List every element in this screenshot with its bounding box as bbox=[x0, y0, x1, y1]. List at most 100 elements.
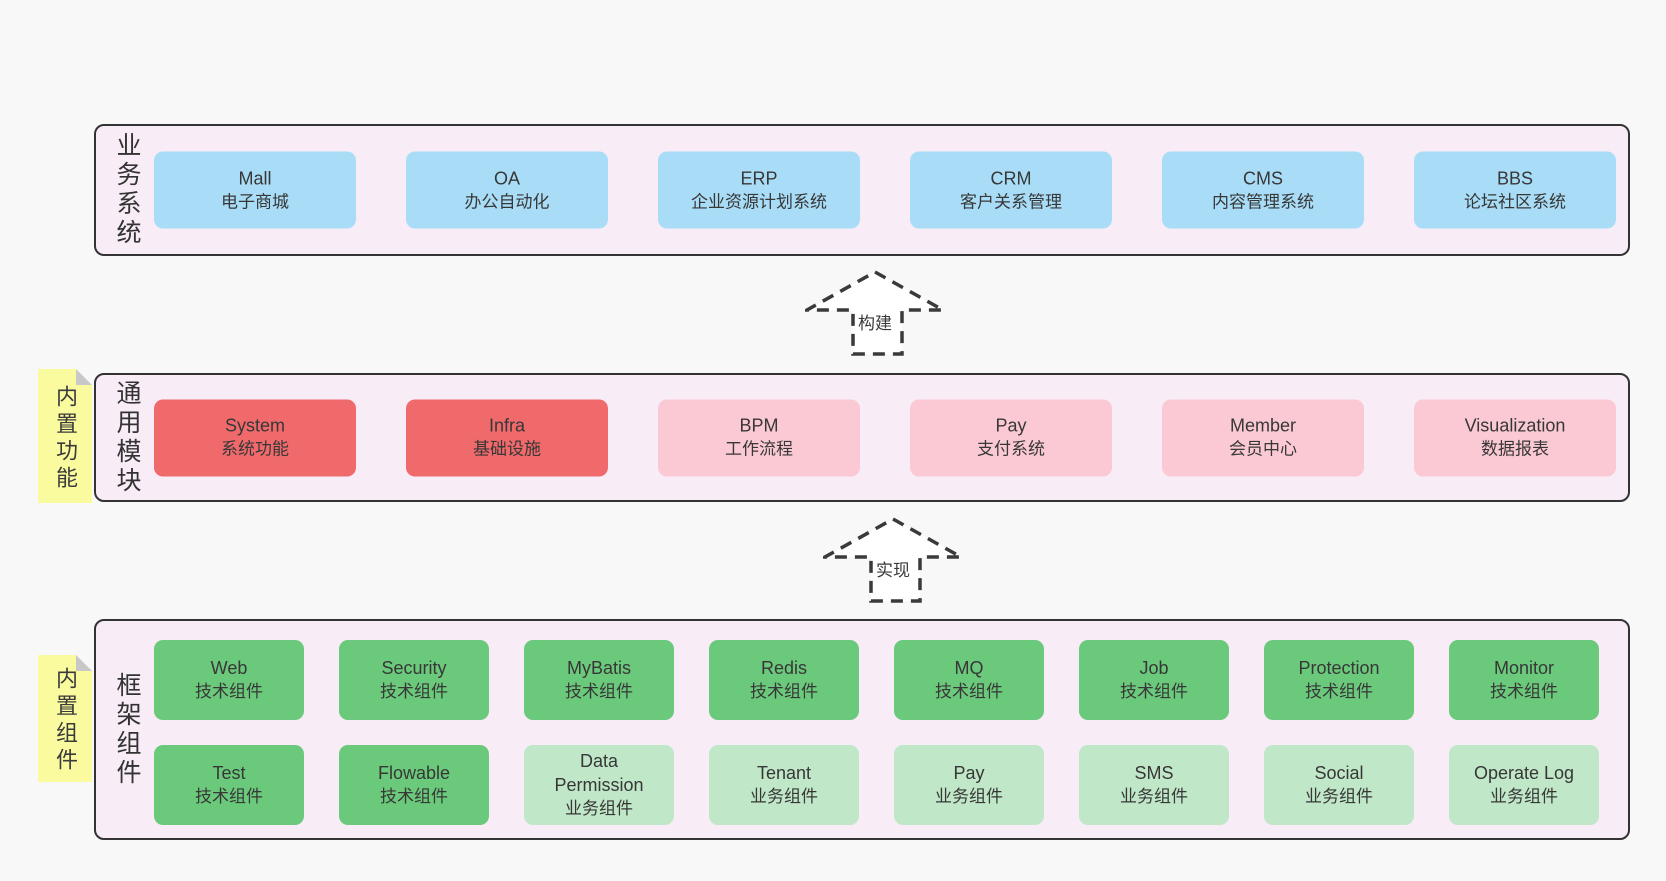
box-title: CRM bbox=[990, 168, 1032, 188]
business-box-row: Mall 电子商城 OA 办公自动化 ERP 企业资源计划系统 CRM 客户关系… bbox=[154, 151, 1616, 229]
box-subtitle: 业务组件 bbox=[935, 787, 1003, 806]
box-mybatis: MyBatis 技术组件 bbox=[524, 640, 674, 720]
box-title: Tenant bbox=[756, 763, 812, 783]
box-title: Infra bbox=[488, 415, 526, 436]
box-subtitle: 技术组件 bbox=[380, 682, 448, 701]
box-infra: Infra 基础设施 bbox=[406, 399, 608, 476]
box-subtitle: 业务组件 bbox=[1490, 787, 1558, 806]
box-security: Security 技术组件 bbox=[339, 640, 489, 720]
box-protection: Protection 技术组件 bbox=[1264, 640, 1414, 720]
box-subtitle: 技术组件 bbox=[935, 682, 1003, 701]
box-system: System 系统功能 bbox=[154, 399, 356, 476]
band-label-modules: 通用模块 bbox=[113, 379, 141, 496]
box-title: OA bbox=[493, 168, 520, 188]
box-data-permission: Data Permission 业务组件 bbox=[524, 745, 674, 825]
box-subtitle: 办公自动化 bbox=[464, 192, 550, 211]
box-subtitle: 技术组件 bbox=[195, 787, 263, 806]
box-title: Mall bbox=[238, 168, 272, 188]
box-member: Member 会员中心 bbox=[1162, 399, 1364, 476]
box-redis: Redis 技术组件 bbox=[709, 640, 859, 720]
box-subtitle: 数据报表 bbox=[1481, 439, 1549, 459]
box-web: Web 技术组件 bbox=[154, 640, 304, 720]
box-title: Visualization bbox=[1464, 415, 1566, 436]
box-title: Monitor bbox=[1493, 658, 1555, 678]
box-social: Social 业务组件 bbox=[1264, 745, 1414, 825]
sticky-note-built-in-features: 内置功能 bbox=[38, 369, 92, 503]
box-subtitle: 技术组件 bbox=[195, 682, 263, 701]
box-title: Test bbox=[212, 763, 246, 783]
box-title: Social bbox=[1314, 763, 1364, 783]
band-label-business: 业务系统 bbox=[113, 132, 141, 248]
box-title: Job bbox=[1139, 658, 1169, 678]
box-title: Pay bbox=[995, 415, 1027, 436]
box-subtitle: 技术组件 bbox=[380, 787, 448, 806]
box-subtitle: 技术组件 bbox=[1120, 682, 1188, 701]
box-operate-log: Operate Log 业务组件 bbox=[1449, 745, 1599, 825]
box-tenant: Tenant 业务组件 bbox=[709, 745, 859, 825]
box-subtitle: 技术组件 bbox=[1490, 682, 1558, 701]
box-subtitle: 技术组件 bbox=[1305, 682, 1373, 701]
box-title: Web bbox=[210, 658, 248, 678]
box-subtitle: 电子商城 bbox=[221, 192, 289, 211]
box-subtitle: 系统功能 bbox=[221, 439, 289, 459]
box-mall: Mall 电子商城 bbox=[154, 151, 356, 229]
box-subtitle: 会员中心 bbox=[1229, 439, 1297, 459]
modules-box-row: System 系统功能 Infra 基础设施 BPM 工作流程 Pay 支付系统… bbox=[154, 399, 1616, 476]
band-label-framework: 框架组件 bbox=[113, 671, 141, 788]
implement-arrow: 实现 bbox=[823, 516, 963, 604]
arrow-label-build: 构建 bbox=[855, 309, 895, 334]
sticky-label: 内置功能 bbox=[53, 384, 78, 493]
box-cms: CMS 内容管理系统 bbox=[1162, 151, 1364, 229]
business-systems-band: 业务系统 Mall 电子商城 OA 办公自动化 ERP 企业资源计划系统 CRM… bbox=[94, 124, 1630, 256]
box-subtitle: 企业资源计划系统 bbox=[691, 192, 827, 211]
box-sms: SMS 业务组件 bbox=[1079, 745, 1229, 825]
box-subtitle: 基础设施 bbox=[473, 439, 541, 459]
framework-box-row-2: Test 技术组件 Flowable 技术组件 Data Permission … bbox=[154, 745, 1599, 825]
box-title: Security bbox=[381, 658, 447, 678]
sticky-label: 内置组件 bbox=[53, 667, 78, 776]
box-pay-module: Pay 支付系统 bbox=[910, 399, 1112, 476]
framework-box-row-1: Web 技术组件 Security 技术组件 MyBatis 技术组件 Redi… bbox=[154, 640, 1599, 720]
box-subtitle: 技术组件 bbox=[565, 682, 633, 701]
framework-components-band: 框架组件 Web 技术组件 Security 技术组件 MyBatis 技术组件… bbox=[94, 619, 1630, 840]
box-title: BPM bbox=[739, 415, 779, 436]
box-flowable: Flowable 技术组件 bbox=[339, 745, 489, 825]
box-title: Data Permission bbox=[554, 751, 644, 795]
box-title: Operate Log bbox=[1473, 763, 1575, 783]
box-title: Redis bbox=[760, 658, 808, 678]
box-subtitle: 内容管理系统 bbox=[1212, 192, 1314, 211]
box-monitor: Monitor 技术组件 bbox=[1449, 640, 1599, 720]
box-title: Pay bbox=[953, 763, 985, 783]
box-title: Protection bbox=[1298, 658, 1380, 678]
box-title: Flowable bbox=[377, 763, 451, 783]
box-mq: MQ 技术组件 bbox=[894, 640, 1044, 720]
box-test: Test 技术组件 bbox=[154, 745, 304, 825]
box-subtitle: 论坛社区系统 bbox=[1464, 192, 1566, 211]
box-title: SMS bbox=[1134, 763, 1174, 783]
box-subtitle: 业务组件 bbox=[750, 787, 818, 806]
box-oa: OA 办公自动化 bbox=[406, 151, 608, 229]
box-title: System bbox=[224, 415, 285, 436]
box-visualization: Visualization 数据报表 bbox=[1414, 399, 1616, 476]
arrow-label-implement: 实现 bbox=[873, 556, 913, 581]
box-job: Job 技术组件 bbox=[1079, 640, 1229, 720]
box-erp: ERP 企业资源计划系统 bbox=[658, 151, 860, 229]
box-title: CMS bbox=[1243, 168, 1283, 188]
box-title: ERP bbox=[740, 168, 778, 188]
box-bpm: BPM 工作流程 bbox=[658, 399, 860, 476]
box-title: MQ bbox=[954, 658, 984, 678]
box-crm: CRM 客户关系管理 bbox=[910, 151, 1112, 229]
box-title: MyBatis bbox=[566, 658, 631, 678]
build-arrow: 构建 bbox=[805, 269, 945, 357]
common-modules-band: 通用模块 System 系统功能 Infra 基础设施 BPM 工作流程 Pay… bbox=[94, 373, 1630, 502]
box-bbs: BBS 论坛社区系统 bbox=[1414, 151, 1616, 229]
box-pay-component: Pay 业务组件 bbox=[894, 745, 1044, 825]
box-subtitle: 技术组件 bbox=[750, 682, 818, 701]
box-title: Member bbox=[1229, 415, 1296, 436]
box-subtitle: 支付系统 bbox=[977, 439, 1045, 459]
box-title: BBS bbox=[1496, 168, 1534, 188]
box-subtitle: 业务组件 bbox=[1305, 787, 1373, 806]
box-subtitle: 客户关系管理 bbox=[960, 192, 1062, 211]
box-subtitle: 业务组件 bbox=[1120, 787, 1188, 806]
